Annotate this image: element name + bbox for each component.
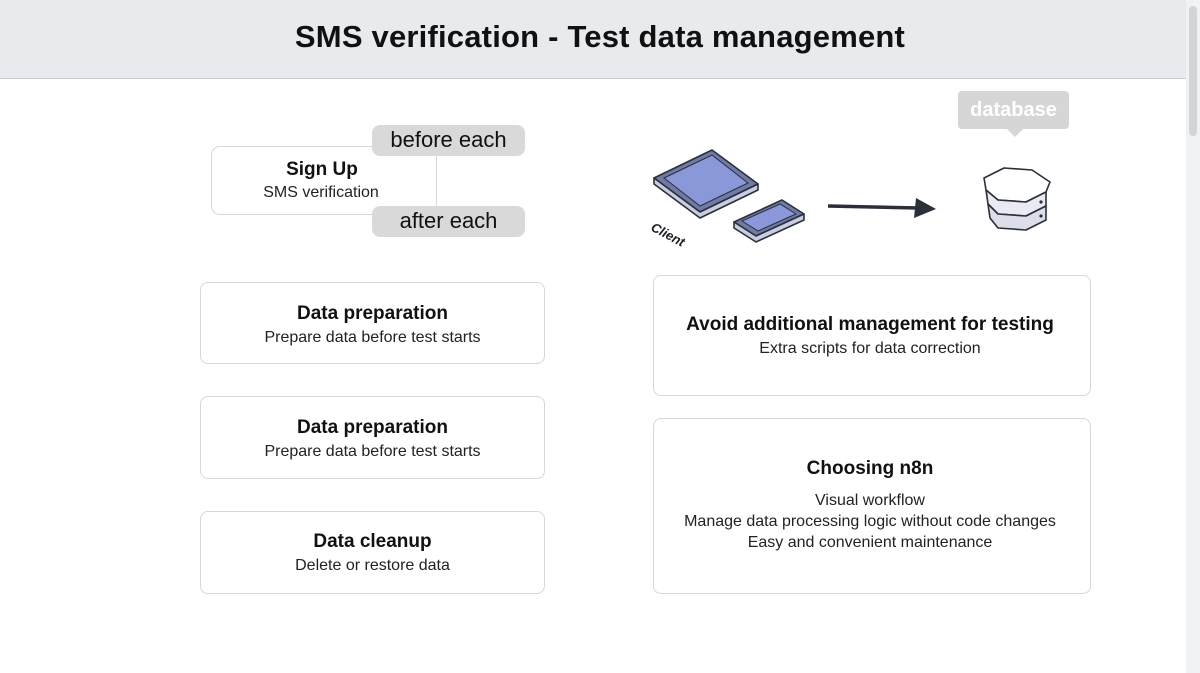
card-title: Data preparation — [297, 417, 448, 438]
database-label: database — [958, 91, 1069, 129]
signup-card: Sign Up SMS verification — [211, 146, 437, 215]
client-label: Client — [649, 219, 689, 250]
signup-subtitle: SMS verification — [263, 184, 379, 201]
page-title: SMS verification - Test data management — [294, 19, 906, 54]
card-line: Manage data processing logic without cod… — [684, 513, 1056, 530]
scrollbar-thumb[interactable] — [1189, 6, 1197, 136]
before-each-pill: before each — [372, 125, 525, 156]
card-subtitle: Delete or restore data — [295, 557, 450, 574]
tablet-icon — [653, 149, 759, 219]
card-title: Avoid additional management for testing — [686, 314, 1054, 335]
card-title: Choosing n8n — [806, 458, 934, 479]
arrow-right-icon — [827, 198, 936, 218]
vertical-scrollbar[interactable] — [1186, 0, 1200, 673]
card-title: Data preparation — [297, 303, 448, 324]
database-server-icon — [983, 167, 1051, 231]
data-preparation-card: Data preparation Prepare data before tes… — [200, 396, 545, 479]
card-subtitle: Prepare data before test starts — [264, 443, 481, 460]
card-title: Data cleanup — [313, 531, 432, 552]
avoid-management-card: Avoid additional management for testing … — [653, 275, 1091, 396]
choosing-n8n-card: Choosing n8n Visual workflow Manage data… — [653, 418, 1091, 594]
client-to-database-diagram: Client — [649, 149, 1051, 250]
card-line: Visual workflow — [815, 492, 925, 509]
phone-icon — [733, 199, 805, 243]
database-label-pointer — [1007, 129, 1023, 137]
data-cleanup-card: Data cleanup Delete or restore data — [200, 511, 545, 594]
after-each-pill: after each — [372, 206, 525, 237]
card-line: Extra scripts for data correction — [759, 340, 981, 357]
header-bar: SMS verification - Test data management — [0, 0, 1200, 79]
data-preparation-card: Data preparation Prepare data before tes… — [200, 282, 545, 364]
signup-title: Sign Up — [286, 159, 358, 180]
card-subtitle: Prepare data before test starts — [264, 329, 481, 346]
card-line: Easy and convenient maintenance — [747, 534, 993, 551]
